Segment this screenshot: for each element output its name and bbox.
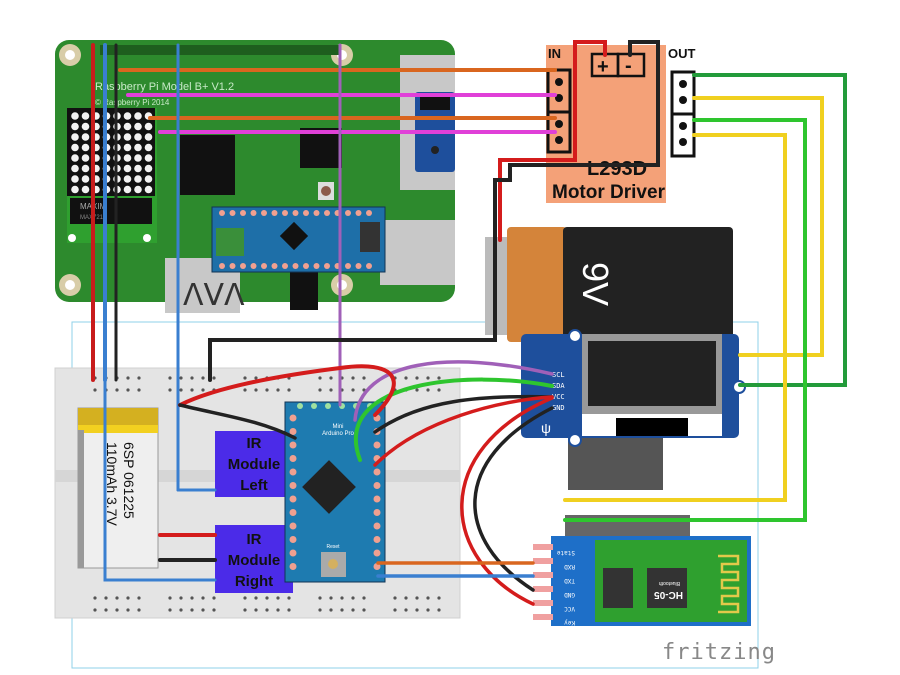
svg-text:Arduino Pro: Arduino Pro xyxy=(322,431,354,437)
motor-driver-out-label: OUT xyxy=(668,46,696,61)
svg-text:IR: IR xyxy=(247,435,262,452)
svg-text:Module: Module xyxy=(228,552,281,569)
battery-voltage-label: 9V xyxy=(575,262,616,306)
svg-text:Right: Right xyxy=(235,573,273,590)
hc05-pin-label: VCC xyxy=(564,605,575,612)
led-matrix-module: MAXIM MAX7219 xyxy=(67,108,157,243)
svg-text:Left: Left xyxy=(240,477,268,494)
minus-terminal: - xyxy=(625,55,632,77)
svg-text:Reset: Reset xyxy=(326,544,340,550)
hc05-pin-label: Key xyxy=(564,619,575,626)
motor-driver-title: L293D xyxy=(587,158,647,180)
ir-module-right: IR Module Right xyxy=(215,525,293,593)
svg-text:Module: Module xyxy=(228,456,281,473)
oled-display: SCL SDA VCC GND ψ xyxy=(521,329,746,447)
hc05-pin-label: RXD xyxy=(564,563,575,570)
wires xyxy=(91,40,847,606)
hc05-pin-label: GND xyxy=(564,591,575,598)
oled-pin-gnd: GND xyxy=(552,404,565,412)
lipo-label-2: 110mAh 3.7V xyxy=(104,442,120,526)
seeed-logo-icon: ψ xyxy=(541,420,551,436)
oled-pin-sda: SDA xyxy=(552,382,565,390)
svg-text:ᐱᐯᐱ: ᐱᐯᐱ xyxy=(183,279,245,312)
svg-text:IR: IR xyxy=(247,531,262,548)
lipo-label-1: 6SP 061225 xyxy=(121,442,137,519)
hc05-subtitle: Bluetooth xyxy=(659,580,680,586)
hc05-title: HC-05 xyxy=(654,589,683,600)
dc-motor xyxy=(568,432,663,490)
ir-module-left: IR Module Left xyxy=(215,431,293,497)
oled-pin-scl: SCL xyxy=(552,371,565,379)
plus-terminal: + xyxy=(597,56,609,78)
svg-text:Mini: Mini xyxy=(332,424,343,430)
motor-driver: IN OUT + - L293D Motor Driver xyxy=(546,45,696,203)
motor-driver-subtitle: Motor Driver xyxy=(552,182,666,203)
battery-9v: 9V xyxy=(485,227,733,342)
hc05-pin-label: State xyxy=(557,549,575,556)
arduino-nano xyxy=(211,206,386,273)
fritzing-watermark: fritzing xyxy=(662,640,776,665)
rpi-copyright-label: © Raspberry Pi 2014 xyxy=(95,98,170,107)
hc05-pin-label: TXD xyxy=(564,577,575,584)
lipo-battery: 6SP 061225 110mAh 3.7V xyxy=(77,407,159,569)
motor-driver-in-label: IN xyxy=(548,46,561,61)
rpi-model-label: Raspberry Pi Model B+ V1.2 xyxy=(95,81,234,93)
oled-pin-vcc: VCC xyxy=(552,393,565,401)
arduino-pro-mini: Mini Arduino Pro Reset xyxy=(284,401,386,583)
